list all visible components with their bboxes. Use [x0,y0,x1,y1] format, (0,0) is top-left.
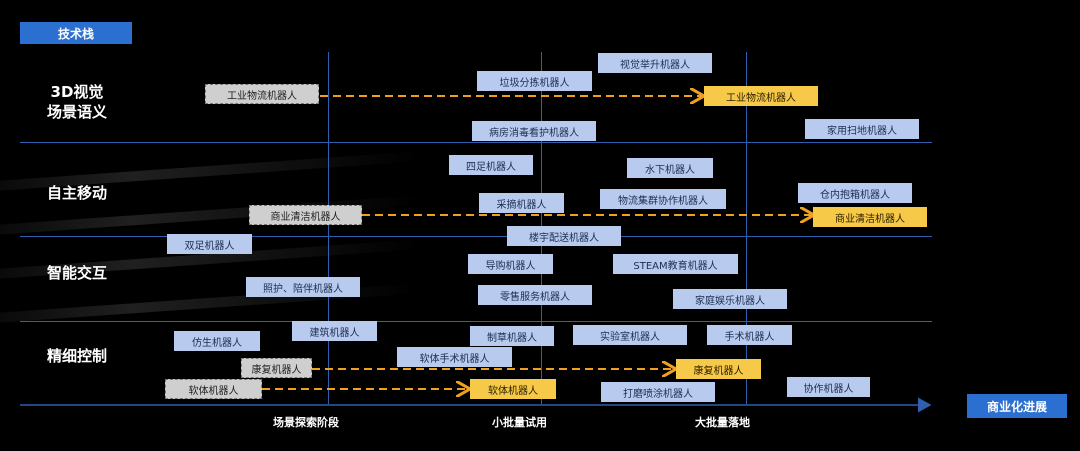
robot-box-target: 康复机器人 [676,359,761,379]
robot-box: 制草机器人 [470,326,554,346]
stage-label: 场景探索阶段 [273,416,339,429]
robot-box: 建筑机器人 [292,321,377,341]
row-divider [20,236,932,237]
category-autonomous-mobility: 自主移动 [12,183,142,203]
category-label: 自主移动 [46,184,107,202]
robot-box: 水下机器人 [627,158,713,178]
robot-box: 手术机器人 [707,325,792,345]
category-label: 3D视觉 [50,83,104,101]
row-divider [20,142,932,143]
robot-box: 照护、陪伴机器人 [246,277,360,297]
robot-box: 仿生机器人 [174,331,260,351]
robot-box: 采摘机器人 [479,193,564,213]
category-smart-interaction: 智能交互 [12,263,142,283]
robot-box: 零售服务机器人 [478,285,592,305]
robot-box-target: 商业清洁机器人 [813,207,927,227]
robot-box-origin: 工业物流机器人 [205,84,319,104]
stage-divider [746,52,747,404]
robot-box: STEAM教育机器人 [613,254,738,274]
robot-box: 实验室机器人 [573,325,687,345]
category-label: 精细控制 [46,347,107,365]
robot-box: 打磨喷涂机器人 [601,382,715,402]
robot-box: 双足机器人 [167,234,252,254]
robot-box-origin: 康复机器人 [241,358,312,378]
tech-stack-tag: 技术栈 [20,22,132,44]
robot-box: 病房消毒看护机器人 [472,121,596,141]
robot-box-origin: 商业清洁机器人 [249,205,362,225]
category-fine-control: 精细控制 [12,346,142,366]
category-3d-vision: 3D视觉 场景语义 [12,82,142,122]
robot-box: 四足机器人 [449,155,533,175]
stage-divider [328,52,329,404]
robot-box: 楼宇配送机器人 [507,226,621,246]
robot-box: 家庭娱乐机器人 [673,289,787,309]
row-divider [20,321,932,322]
robot-box: 软体手术机器人 [397,347,512,367]
stage-label: 大批量落地 [695,416,750,429]
robot-box-origin: 软体机器人 [165,379,262,399]
category-label: 场景语义 [46,103,107,121]
commercial-progress-tag: 商业化进展 [967,394,1067,418]
robot-box: 物流集群协作机器人 [600,189,726,209]
robot-box: 家用扫地机器人 [805,119,919,139]
stage-label: 小批量试用 [492,416,547,429]
robot-box: 导购机器人 [468,254,553,274]
robot-box: 视觉举升机器人 [598,53,712,73]
robot-box: 仓内抱箱机器人 [798,183,912,203]
category-label: 智能交互 [46,264,107,282]
robot-box-target: 工业物流机器人 [704,86,818,106]
robot-box-target: 软体机器人 [470,379,556,399]
robot-box: 协作机器人 [787,377,870,397]
robot-box: 垃圾分拣机器人 [477,71,592,91]
